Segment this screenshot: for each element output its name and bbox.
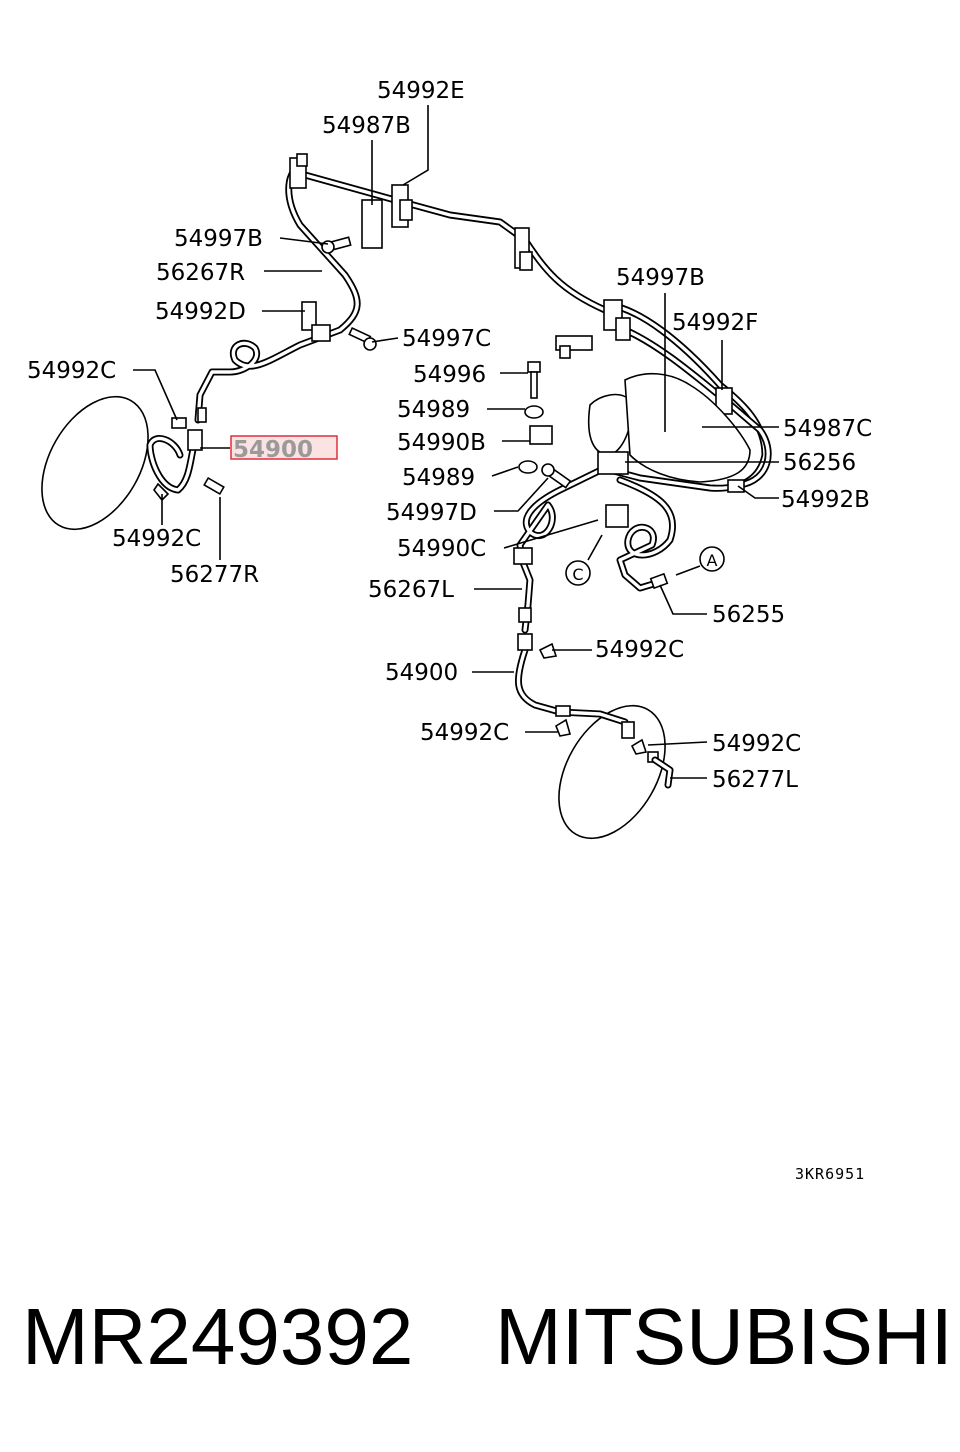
label-54997B-right[interactable]: 54997B — [616, 265, 705, 291]
callout-circle-a — [699, 546, 725, 572]
brake-pipe-lines — [146, 161, 772, 739]
label-54997D[interactable]: 54997D — [386, 500, 477, 526]
callout-circle-c — [565, 560, 591, 586]
label-54997C[interactable]: 54997C — [402, 326, 491, 352]
footer-part-number: MR249392 — [22, 1292, 414, 1381]
brake-components — [153, 153, 751, 789]
label-54992C-mid[interactable]: 54992C — [595, 637, 684, 663]
label-54992C-lowright[interactable]: 54992C — [712, 731, 801, 757]
label-54987B[interactable]: 54987B — [322, 113, 411, 139]
label-54992F[interactable]: 54992F — [672, 310, 758, 336]
label-54989-lower[interactable]: 54989 — [402, 465, 475, 491]
part-labels: 54992E 54987B 54997B 56267R 54992D 54997… — [27, 78, 872, 793]
label-54900-lower[interactable]: 54900 — [385, 660, 458, 686]
label-54900-highlight[interactable]: 54900 — [233, 437, 313, 463]
label-54997B-left[interactable]: 54997B — [174, 226, 263, 252]
label-54996[interactable]: 54996 — [413, 362, 486, 388]
label-54992E[interactable]: 54992E — [377, 78, 465, 104]
label-54990C[interactable]: 54990C — [397, 536, 486, 562]
label-54992C-lowleft[interactable]: 54992C — [420, 720, 509, 746]
label-54990B[interactable]: 54990B — [397, 430, 486, 456]
callout-c-text: C — [572, 565, 583, 584]
label-54989-upper[interactable]: 54989 — [397, 397, 470, 423]
leader-lines — [133, 105, 779, 779]
label-56267L[interactable]: 56267L — [368, 577, 454, 603]
label-54992B[interactable]: 54992B — [781, 487, 870, 513]
drawing-code: 3KR6951 — [795, 1165, 865, 1183]
footer-brand: MITSUBISHI — [495, 1292, 953, 1381]
label-56256[interactable]: 56256 — [783, 450, 856, 476]
label-54992D[interactable]: 54992D — [155, 299, 246, 325]
label-54992C-left[interactable]: 54992C — [112, 526, 201, 552]
label-56277L[interactable]: 56277L — [712, 767, 798, 793]
selected-part-highlight[interactable] — [230, 435, 338, 460]
label-54992C-topleft[interactable]: 54992C — [27, 358, 116, 384]
right-brake-rotor — [558, 704, 666, 840]
label-56277R[interactable]: 56277R — [170, 562, 259, 588]
label-56267R[interactable]: 56267R — [156, 260, 245, 286]
label-56255[interactable]: 56255 — [712, 602, 785, 628]
callout-a-text: A — [707, 551, 718, 570]
left-brake-rotor — [41, 395, 149, 531]
label-54987C[interactable]: 54987C — [783, 416, 872, 442]
